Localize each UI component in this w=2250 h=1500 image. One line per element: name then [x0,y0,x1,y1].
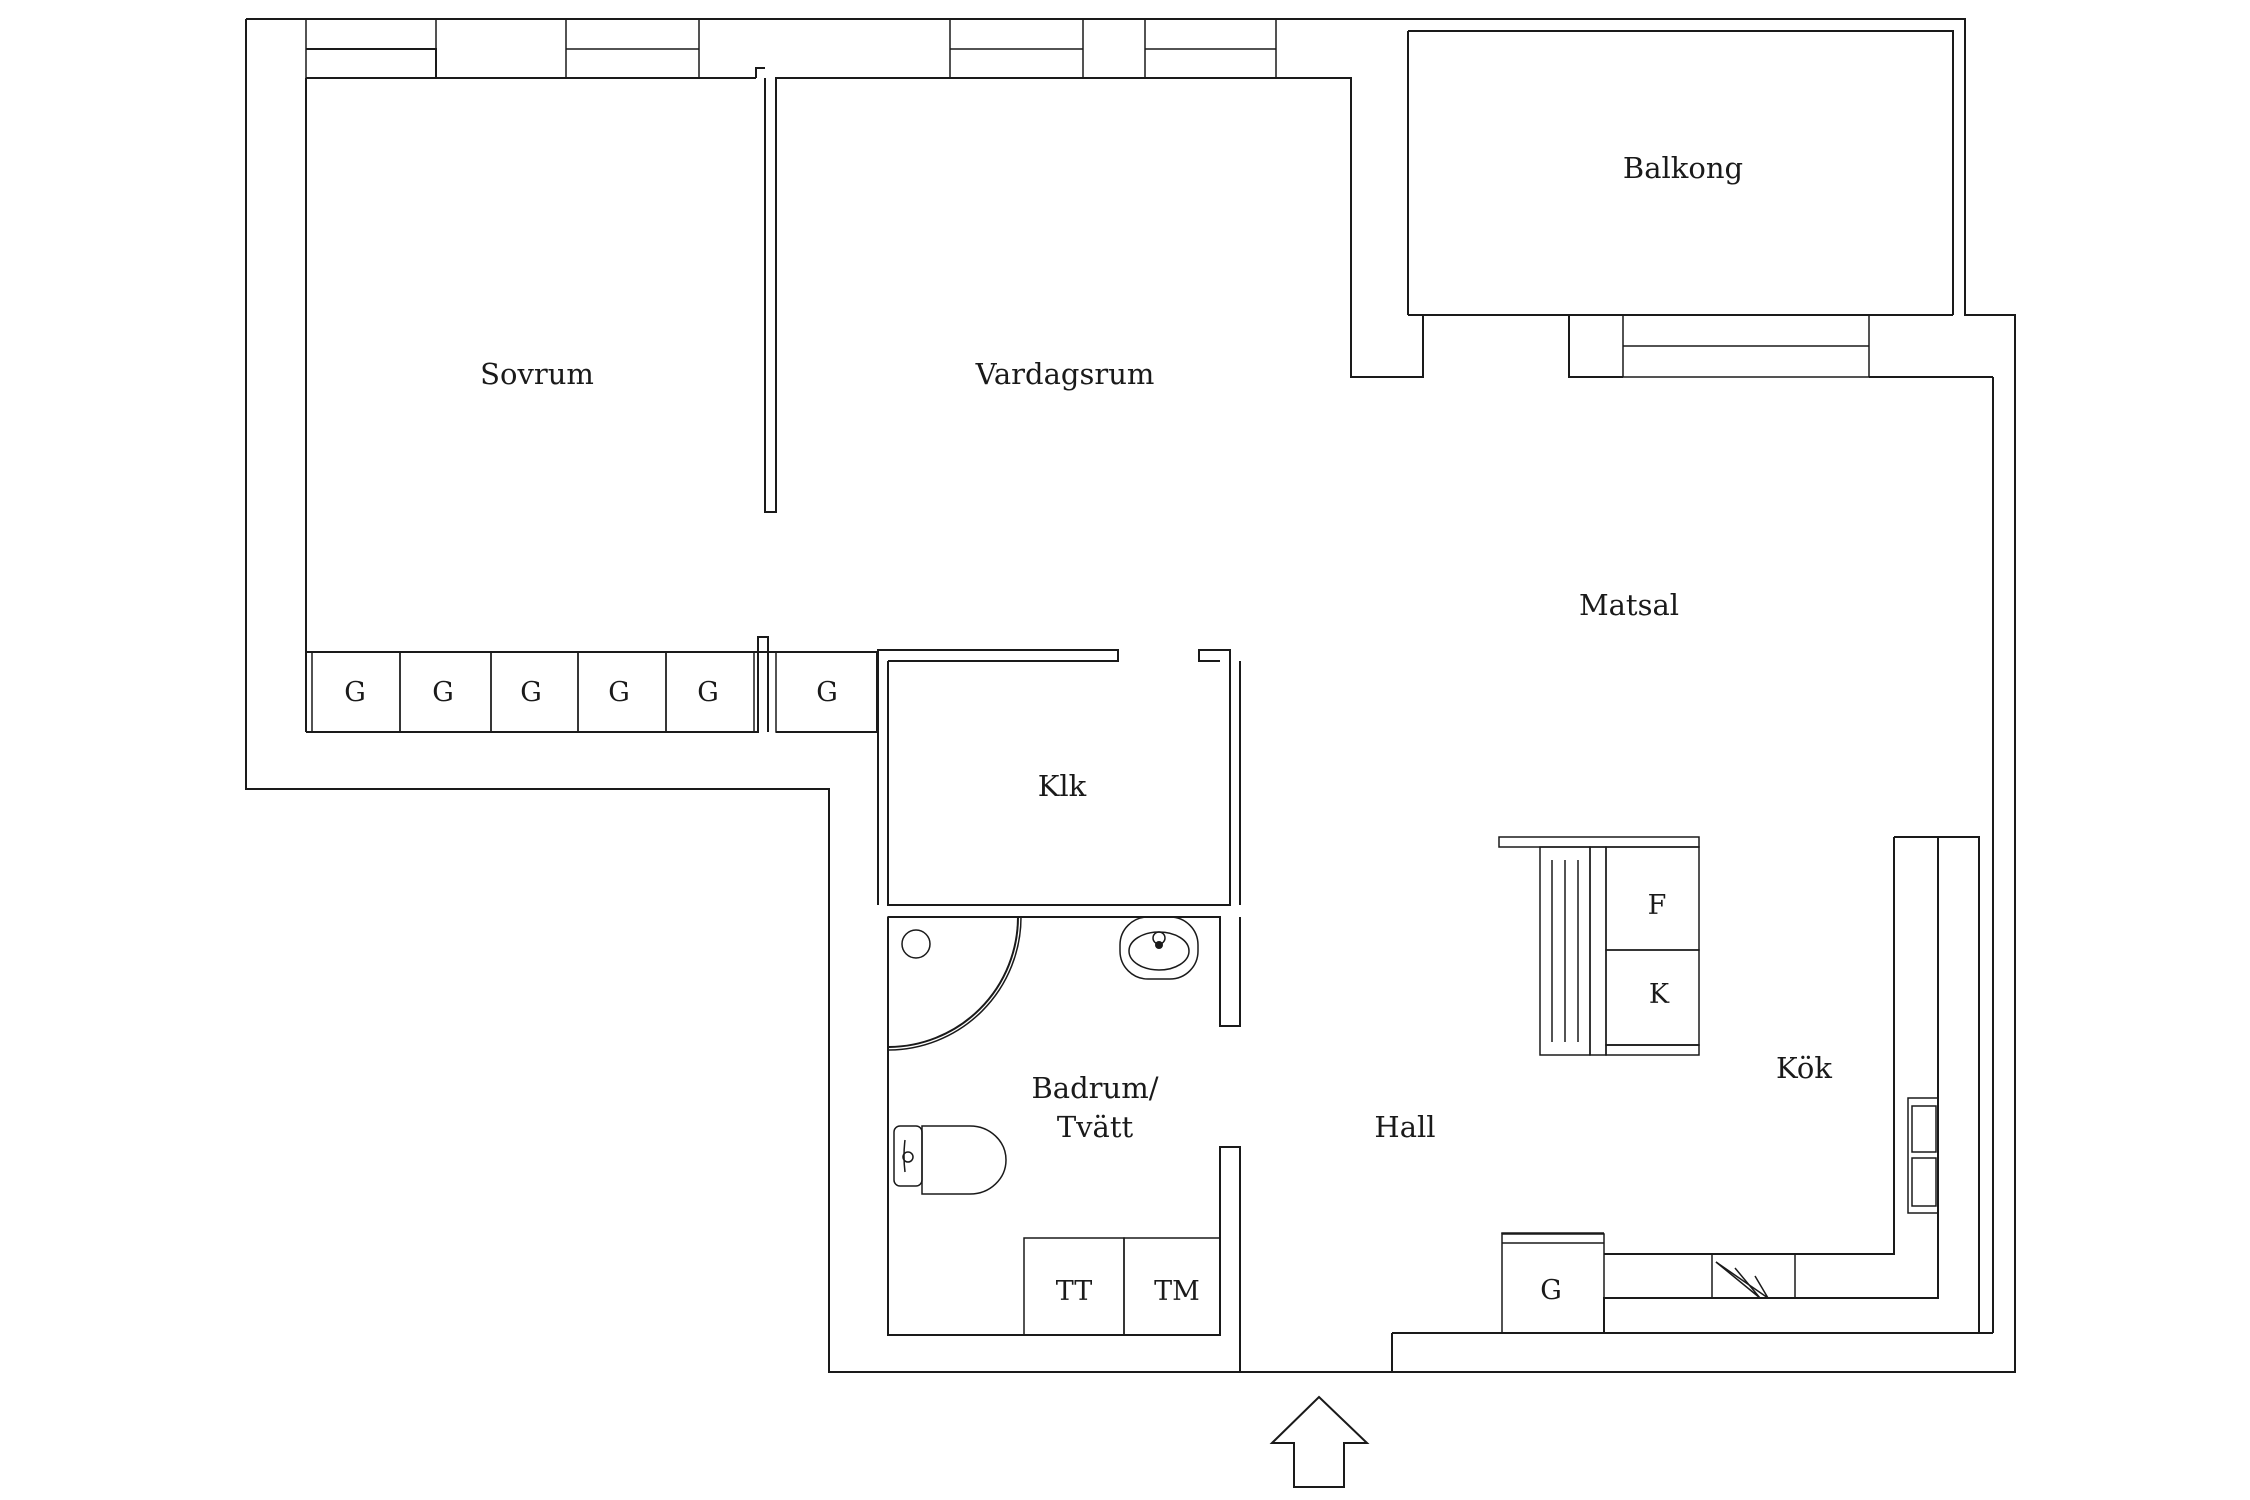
room-label-bathroom-line1: Badrum/ [1032,1071,1159,1105]
wardrobe-label: G [697,677,719,708]
room-label-kitchen: Kök [1776,1051,1832,1085]
wardrobe-label: G [816,677,838,708]
kitchen-sink-icon [1907,1097,1939,1214]
wardrobe-label: G [520,677,542,708]
room-label-bathroom-line2: Tvätt [1057,1110,1134,1144]
fridge-freezer-unit [1498,836,1700,1056]
laundry-units [1023,1237,1221,1336]
wardrobe-label: G [608,677,630,708]
wardrobe-label: G [344,677,366,708]
room-label-closet: Klk [1038,769,1087,803]
outer-walls [245,18,2016,1373]
room-label-living-room: Vardagsrum [975,357,1155,391]
toilet-icon [893,1125,1007,1195]
shower-icon [887,916,1022,1051]
arrow-up-icon [1269,1395,1370,1488]
room-label-bedroom: Sovrum [480,357,594,391]
interior-walls [306,30,1993,1372]
fridge-label: F [1648,890,1667,921]
washer-label: TM [1154,1276,1200,1307]
freezer-label: K [1649,979,1670,1010]
room-label-balcony: Balkong [1623,151,1743,185]
room-label-hall: Hall [1374,1110,1435,1144]
wardrobe-label: G [432,677,454,708]
wardrobe-row [311,651,878,733]
windows [305,18,1870,378]
dryer-label: TT [1056,1276,1093,1307]
room-label-dining: Matsal [1579,588,1679,622]
sink-icon [1119,916,1199,980]
hall-wardrobe [1501,1233,1605,1334]
hall-wardrobe-label: G [1540,1275,1562,1306]
stove-icon [1711,1253,1796,1299]
